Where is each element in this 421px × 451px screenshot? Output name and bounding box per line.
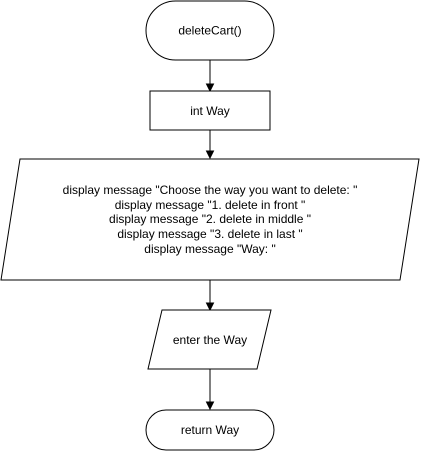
display-line-2: display message "1. delete in front " [115,198,306,212]
input-io-shape [147,309,272,370]
display-line-4: display message "3. delete in last " [117,227,302,241]
display-node[interactable]: display message "Choose the way you want… [0,158,420,281]
input-label: enter the Way [173,333,247,347]
end-node[interactable]: return Way [145,409,275,451]
end-terminator-shape [145,409,275,451]
arrowhead [205,401,215,411]
declare-node[interactable]: int Way [149,90,271,131]
arrow-declare-to-display [205,130,215,160]
display-line-1: display message "Choose the way you want… [63,183,358,197]
arrowhead [205,83,215,93]
display-io-shape [0,158,420,281]
start-node[interactable]: deleteCart() [145,0,275,61]
start-label: deleteCart() [178,24,241,38]
declare-label: int Way [190,104,230,118]
arrow-input-to-end [205,369,215,411]
input-node[interactable]: enter the Way [147,309,272,370]
display-line-5: display message "Way: " [144,242,275,256]
display-line-3: display message "2. delete in middle " [109,212,311,226]
arrow-display-to-input [205,280,215,312]
end-label: return Way [181,423,239,437]
arrow-start-to-declare [205,60,215,93]
arrowhead [205,150,215,160]
declare-process-shape [149,90,271,131]
arrowhead [205,302,215,312]
